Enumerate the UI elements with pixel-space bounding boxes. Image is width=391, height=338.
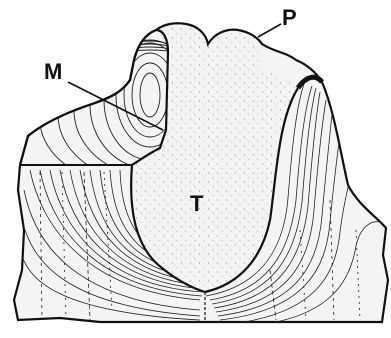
label-p: P — [282, 5, 297, 30]
label-t: T — [190, 191, 204, 216]
label-m: M — [44, 59, 62, 84]
leader-line-p — [258, 24, 281, 37]
